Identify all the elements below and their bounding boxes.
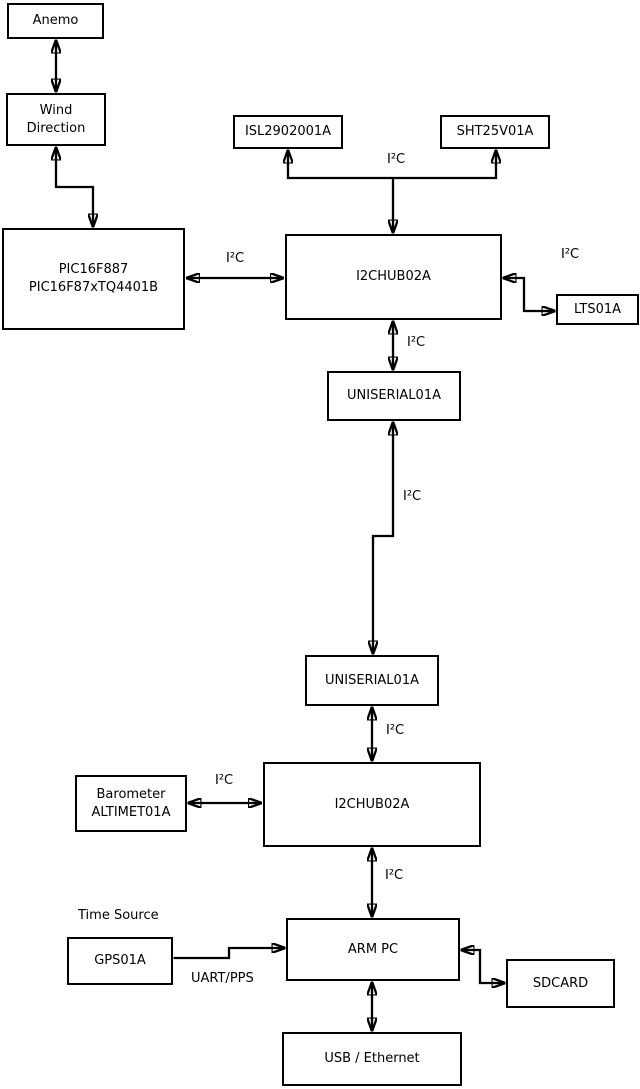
edge-label-i2c-isl-sht: I²C: [387, 152, 406, 167]
edge-uniserial1-uniserial2: [373, 422, 393, 654]
node-arm-pc: ARM PC: [286, 918, 460, 981]
node-lts01a-label: LTS01A: [573, 301, 622, 317]
edge-label-i2c-uniserial-link: I²C: [403, 489, 422, 504]
edge-armpc-sdcard: [461, 950, 505, 983]
node-anemo: Anemo: [7, 3, 104, 39]
edge-label-i2c-barometer-hub2: I²C: [215, 773, 234, 788]
node-i2chub02a-top-label: I2CHUB02A: [356, 269, 431, 285]
node-pic16f887-label: PIC16F887 PIC16F87xTQ4401B: [28, 262, 159, 295]
edge-label-time-source: Time Source: [78, 908, 159, 923]
node-wind-direction-label: Wind Direction: [26, 102, 86, 136]
node-barometer-altimet01a: Barometer ALTIMET01A: [75, 775, 187, 832]
node-wind-direction: Wind Direction: [6, 93, 106, 146]
node-sdcard-label: SDCARD: [532, 975, 589, 991]
node-lts01a: LTS01A: [556, 294, 639, 325]
edge-wind-pic: [56, 147, 93, 227]
edge-label-i2c-hub1-lts: I²C: [561, 247, 580, 262]
node-usb-ethernet: USB / Ethernet: [282, 1032, 462, 1086]
node-gps01a-label: GPS01A: [94, 953, 146, 969]
node-uniserial01a-bottom: UNISERIAL01A: [305, 655, 439, 706]
edge-label-i2c-uniserial2-hub2: I²C: [386, 723, 405, 738]
node-i2chub02a-bottom: I2CHUB02A: [263, 762, 481, 847]
node-pic16f887: PIC16F887 PIC16F87xTQ4401B: [2, 228, 185, 330]
node-sht25v01a: SHT25V01A: [440, 115, 550, 149]
edge-hub1-lts: [503, 278, 555, 311]
node-arm-pc-label: ARM PC: [347, 941, 399, 957]
edge-label-uart-pps: UART/PPS: [191, 971, 254, 986]
node-sdcard: SDCARD: [506, 959, 615, 1008]
node-i2chub02a-bottom-label: I2CHUB02A: [334, 796, 410, 812]
node-isl2902001a: ISL2902001A: [233, 115, 343, 149]
node-isl2902001a-label: ISL2902001A: [244, 124, 332, 140]
edge-gps-armpc: [173, 948, 286, 960]
node-gps01a: GPS01A: [67, 937, 173, 985]
node-uniserial01a-top: UNISERIAL01A: [327, 371, 461, 421]
node-uniserial01a-bottom-label: UNISERIAL01A: [325, 672, 419, 688]
node-barometer-altimet01a-label: Barometer ALTIMET01A: [91, 786, 171, 820]
node-usb-ethernet-label: USB / Ethernet: [324, 1051, 420, 1067]
node-uniserial01a-top-label: UNISERIAL01A: [347, 388, 441, 404]
node-anemo-label: Anemo: [32, 13, 79, 29]
node-sht25v01a-label: SHT25V01A: [456, 124, 534, 140]
node-i2chub02a-top: I2CHUB02A: [285, 234, 502, 320]
edge-label-i2c-pic-hub1: I²C: [226, 251, 245, 266]
edge-label-i2c-hub1-uniserial: I²C: [407, 335, 426, 350]
edge-label-i2c-hub2-armpc: I²C: [385, 868, 404, 883]
